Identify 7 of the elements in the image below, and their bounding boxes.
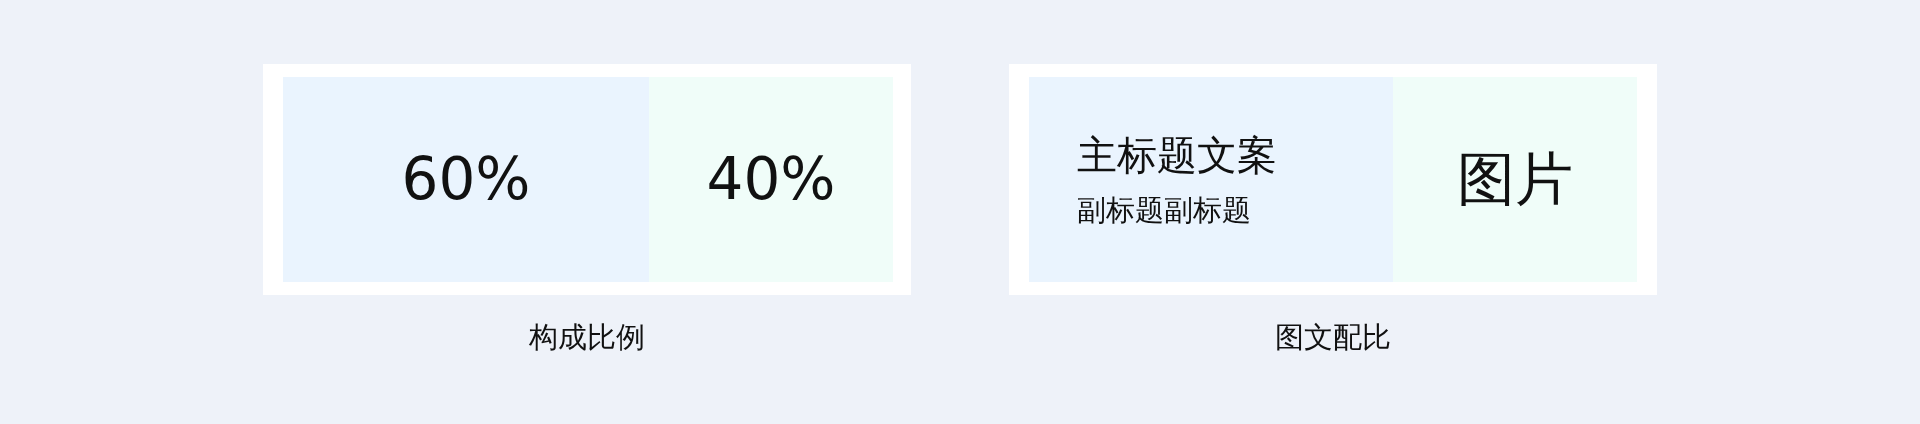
- pane-label: 60%: [401, 147, 531, 212]
- pane-label: 图片: [1457, 147, 1573, 212]
- title-text: 主标题文案: [1077, 131, 1277, 180]
- card-heading: 图文配比: [1275, 320, 1391, 355]
- card-heading: 构成比例: [529, 320, 645, 355]
- subtitle-text: 副标题副标题: [1077, 193, 1251, 228]
- pane-label: 40%: [706, 147, 836, 212]
